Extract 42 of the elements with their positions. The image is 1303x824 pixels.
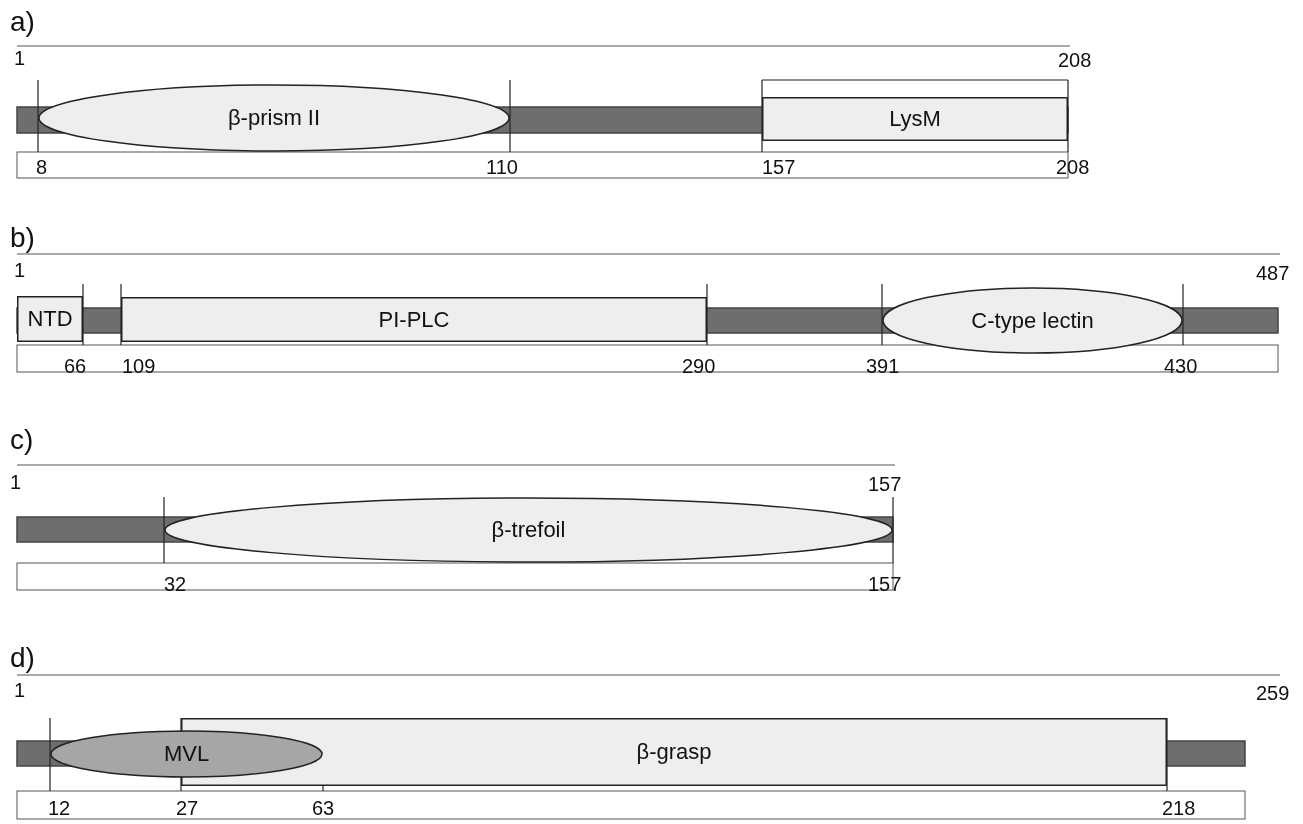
- domain-box: [17, 296, 83, 342]
- domain-name: LysM: [889, 108, 941, 130]
- residue-number: 208: [1056, 157, 1090, 177]
- domain-name: NTD: [27, 308, 73, 330]
- domain-name: β-trefoil: [491, 519, 566, 541]
- residue-number: 27: [176, 798, 199, 818]
- domain-ellipse: [38, 84, 510, 152]
- residue-number: 157: [762, 157, 796, 177]
- domain-name: MVL: [163, 743, 210, 765]
- panel-letter: a): [10, 8, 35, 36]
- residue-number: 8: [36, 157, 48, 177]
- residue-number: 1: [10, 472, 22, 492]
- domain-ellipse: [164, 497, 893, 563]
- residue-number: 259: [1256, 683, 1290, 703]
- domain-box: [762, 97, 1068, 141]
- domain-name: β-prism II: [227, 107, 321, 129]
- residue-number: 66: [64, 356, 87, 376]
- residue-number: 208: [1058, 50, 1092, 70]
- residue-number: 290: [682, 356, 716, 376]
- residue-number: 430: [1164, 356, 1198, 376]
- residue-number: 218: [1162, 798, 1196, 818]
- panel-letter: b): [10, 224, 35, 252]
- domain-name: β-grasp: [636, 741, 712, 763]
- panel-letter: c): [10, 426, 34, 454]
- domain-box: [121, 297, 707, 342]
- residue-number: 1: [14, 260, 26, 280]
- residue-number: 12: [48, 798, 71, 818]
- residue-number: 109: [122, 356, 156, 376]
- panel-letter: d): [10, 644, 35, 672]
- residue-number: 110: [486, 157, 518, 177]
- residue-number: 391: [866, 356, 900, 376]
- residue-number: 487: [1256, 263, 1290, 283]
- residue-number: 1: [14, 48, 26, 68]
- domain-name: PI-PLC: [378, 308, 450, 331]
- domain-name: C-type lectin: [971, 309, 1094, 332]
- residue-number: 1: [14, 680, 26, 700]
- residue-number: 32: [164, 574, 187, 594]
- domain-ellipse: [882, 287, 1183, 354]
- domain-ellipse: [50, 730, 323, 778]
- residue-number: 63: [312, 798, 335, 818]
- residue-number: 157: [868, 474, 902, 494]
- residue-number: 157: [868, 574, 902, 594]
